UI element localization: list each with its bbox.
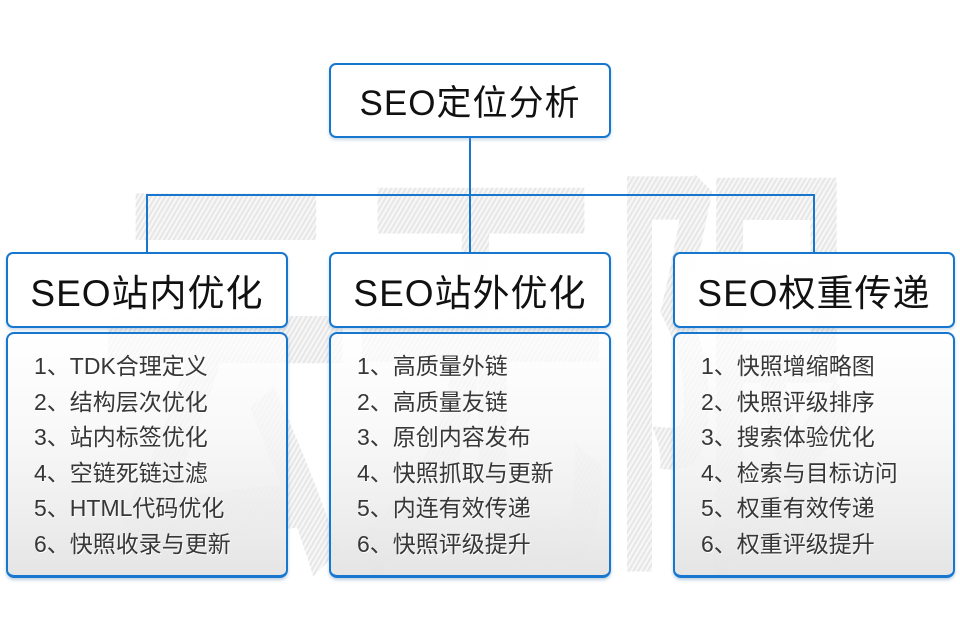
list-item: 5、权重有效传递 (701, 495, 875, 521)
connector-horizontal (146, 194, 815, 196)
list-item: 2、快照评级排序 (701, 388, 875, 415)
column-header-offsite-label: SEO站外优化 (353, 273, 587, 314)
onsite-item-list: 1、TDK合理定义 2、结构层次优化 3、站内标签优化 4、空链死链过滤 5、H… (8, 334, 286, 562)
column-list-onsite: 1、TDK合理定义 2、结构层次优化 3、站内标签优化 4、空链死链过滤 5、H… (6, 332, 288, 578)
column-header-onsite-label: SEO站内优化 (30, 273, 264, 314)
list-item: 5、内连有效传递 (357, 495, 531, 521)
list-item: 6、权重评级提升 (701, 530, 875, 557)
column-header-weight-label: SEO权重传递 (697, 273, 931, 314)
list-item: 2、高质量友链 (357, 388, 508, 415)
column-header-offsite: SEO站外优化 (329, 252, 611, 328)
root-node-label: SEO定位分析 (359, 84, 581, 123)
column-header-weight: SEO权重传递 (673, 252, 955, 328)
list-item: 5、HTML代码优化 (34, 495, 225, 521)
connector-right-vertical (813, 194, 815, 252)
list-item: 2、结构层次优化 (34, 388, 208, 415)
list-item: 6、快照评级提升 (357, 530, 531, 557)
weight-item-list: 1、快照增缩略图 2、快照评级排序 3、搜索体验优化 4、检索与目标访问 5、权… (675, 334, 953, 562)
list-item: 6、快照收录与更新 (34, 530, 231, 557)
list-item: 1、快照增缩略图 (701, 353, 875, 379)
column-list-offsite: 1、高质量外链 2、高质量友链 3、原创内容发布 4、快照抓取与更新 5、内连有… (329, 332, 611, 578)
list-item: 4、检索与目标访问 (701, 459, 898, 486)
list-item: 4、空链死链过滤 (34, 459, 208, 486)
list-item: 3、站内标签优化 (34, 424, 208, 450)
root-node: SEO定位分析 (329, 63, 611, 138)
list-item: 1、高质量外链 (357, 353, 508, 379)
column-header-onsite: SEO站内优化 (6, 252, 288, 328)
column-list-weight: 1、快照增缩略图 2、快照评级排序 3、搜索体验优化 4、检索与目标访问 5、权… (673, 332, 955, 578)
list-item: 3、原创内容发布 (357, 424, 531, 450)
list-item: 4、快照抓取与更新 (357, 459, 554, 486)
connector-left-vertical (146, 194, 148, 252)
offsite-item-list: 1、高质量外链 2、高质量友链 3、原创内容发布 4、快照抓取与更新 5、内连有… (331, 334, 609, 562)
list-item: 3、搜索体验优化 (701, 424, 875, 450)
list-item: 1、TDK合理定义 (34, 353, 208, 379)
